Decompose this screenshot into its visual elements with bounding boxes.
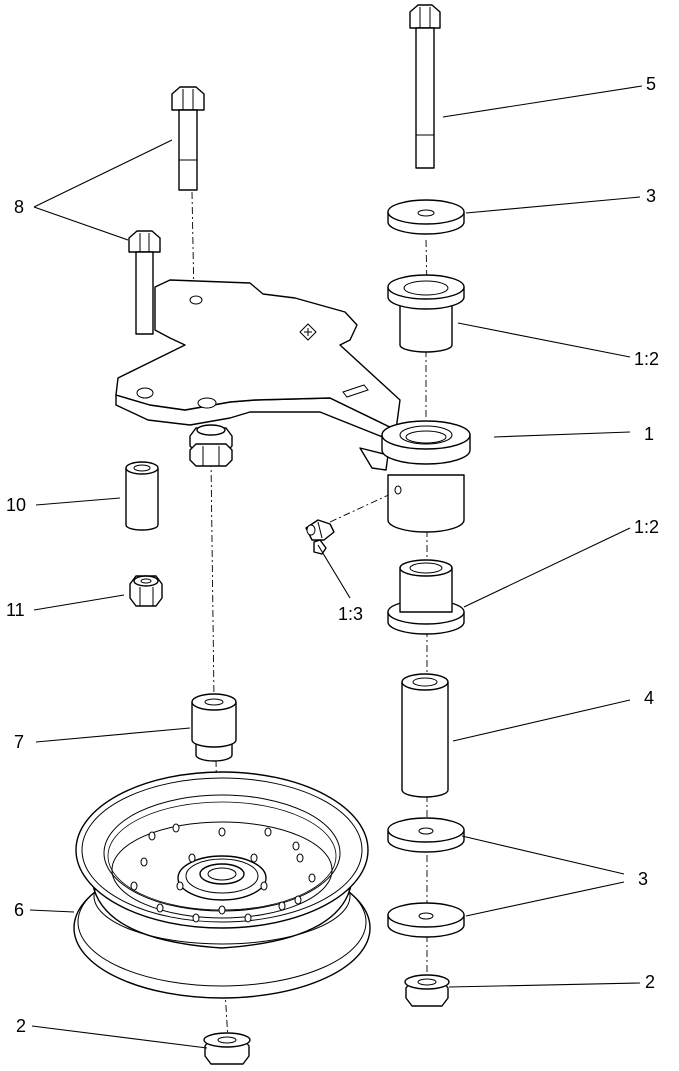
callout-11: 11 bbox=[6, 600, 25, 620]
callout-labels: 5 3 1:2 1 1:2 4 3 2 2 6 7 11 10 8 1:3 bbox=[6, 74, 659, 1036]
callout-2-left: 2 bbox=[16, 1016, 26, 1036]
flange-nut-part-2-right bbox=[404, 974, 450, 1007]
callout-1: 1 bbox=[644, 424, 654, 444]
callout-1-3: 1:3 bbox=[338, 604, 363, 624]
leader-lines bbox=[29, 85, 643, 1049]
nut-part-11 bbox=[129, 575, 163, 607]
callout-4: 4 bbox=[644, 688, 654, 708]
callout-7: 7 bbox=[14, 732, 24, 752]
grease-fitting-part-1-3 bbox=[305, 519, 335, 555]
spacer-part-7 bbox=[191, 693, 237, 762]
bushing-part-1-2-upper bbox=[387, 274, 465, 353]
bolt-part-5 bbox=[409, 4, 441, 169]
callout-10: 10 bbox=[6, 495, 26, 515]
washer-part-3-middle bbox=[387, 817, 465, 853]
washer-part-3-lower bbox=[387, 902, 465, 938]
callout-5: 5 bbox=[646, 74, 656, 94]
idler-arm-part-1 bbox=[115, 279, 471, 533]
idler-pulley-part-6 bbox=[73, 771, 371, 999]
flange-nut-part-2-left bbox=[203, 1032, 251, 1065]
bolt-part-8-lower bbox=[128, 230, 161, 335]
washer-part-3-top bbox=[387, 199, 465, 235]
callout-2-right: 2 bbox=[645, 972, 655, 992]
callout-3-lower: 3 bbox=[638, 869, 648, 889]
callout-3-top: 3 bbox=[646, 186, 656, 206]
callout-8: 8 bbox=[14, 197, 24, 217]
sleeve-part-4 bbox=[401, 673, 449, 798]
bolt-part-8-upper bbox=[171, 86, 205, 191]
spacer-part-10 bbox=[125, 461, 159, 531]
callout-1-2-lower: 1:2 bbox=[634, 517, 659, 537]
callout-6: 6 bbox=[14, 900, 24, 920]
bushing-part-1-2-lower bbox=[387, 559, 465, 635]
callout-1-2-upper: 1:2 bbox=[634, 349, 659, 369]
